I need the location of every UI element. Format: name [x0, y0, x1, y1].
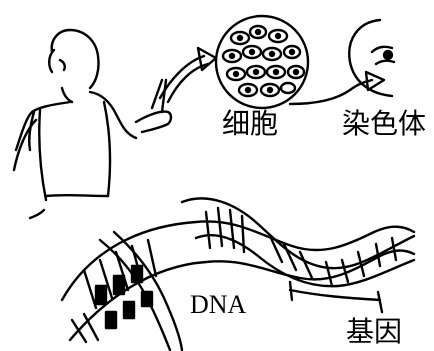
- label-dna: DNA: [190, 292, 246, 318]
- cell-cluster-icon: [216, 16, 308, 108]
- arrow-cell-to-chromosome-icon: [290, 72, 384, 104]
- person-icon: [14, 30, 171, 218]
- label-chromosome: 染色体: [342, 110, 426, 138]
- arrow-person-to-cell-icon: [160, 48, 216, 102]
- label-gene: 基因: [346, 318, 402, 346]
- chromosome-icon: [349, 20, 394, 96]
- label-cell: 细胞: [222, 110, 278, 138]
